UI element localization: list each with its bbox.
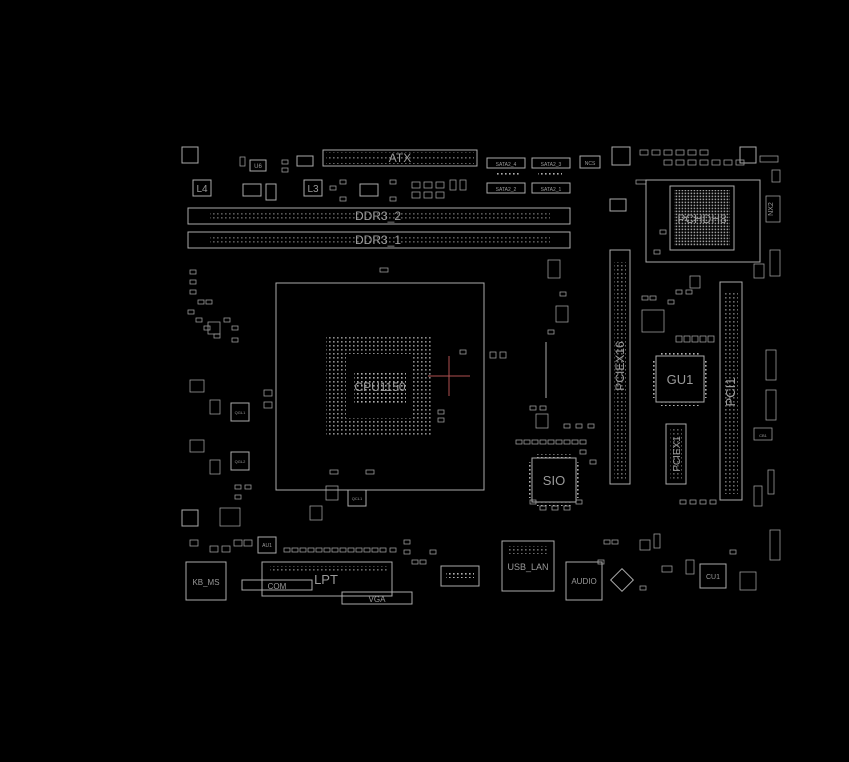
audio-label: AUDIO [571,577,596,586]
vga-connector[interactable]: VGA [341,591,413,605]
audio-connector[interactable]: AUDIO [565,561,603,601]
ddr3-1-label: DDR3_1 [355,233,401,247]
nx2-label: NX2 [768,202,775,216]
qgl1-label: QGL1 [235,410,246,415]
sata-1-label: SATA2_1 [541,187,562,193]
cu1-chip[interactable]: CU1 [699,563,727,589]
pch-label: PCHDH8 [677,212,727,226]
pciex16-slot[interactable]: PCIEX16 [609,249,631,485]
cpu-label: CPU1150 [354,380,405,394]
pciex16-label: PCIEX16 [613,341,627,391]
header-connector[interactable] [440,565,480,587]
pciex1-label: PCIEX1 [672,436,683,472]
lpt-label: LPT [314,572,338,587]
pci1-slot[interactable]: PCI1 [719,281,743,501]
cu1-label: CU1 [706,574,720,581]
com-connector[interactable]: COM [241,579,313,591]
usb-lan-connector[interactable]: USB_LAN [501,540,555,592]
sata-2-label: SATA2_2 [496,187,517,193]
sata-4-label: SATA2_4 [496,162,517,168]
inductors [192,155,627,212]
cpu-crosshair [428,356,470,396]
kb-ms-connector[interactable]: KB_MS [185,561,227,601]
sata-connectors[interactable] [486,157,571,194]
pch-chip[interactable]: PCHDH8 [645,179,761,263]
lpt-connector[interactable]: LPT [261,561,393,597]
sio-label: SIO [543,473,565,488]
ncs-label: NCS [585,161,596,167]
vga-label: VGA [369,595,387,604]
l3-label: L3 [307,184,319,195]
qcl1-label: QCL1 [352,496,363,501]
cpu-socket[interactable]: CPU1150 [275,282,485,491]
au1-label: AU1 [262,543,272,549]
l4-label: L4 [196,184,208,195]
sio-chip[interactable]: SIO [528,454,580,506]
diamond-chip [609,567,635,593]
ddr3-2-label: DDR3_2 [355,209,401,223]
ddr3-slot-1[interactable]: DDR3_1 [187,231,571,249]
atx-label: ATX [389,151,411,165]
usb-lan-label: USB_LAN [507,562,548,572]
sata-3-label: SATA2_3 [541,162,562,168]
gu1-chip[interactable]: GU1 [652,352,708,406]
qgl2-label: QGL2 [235,459,246,464]
gu1-label: GU1 [667,372,694,387]
pci1-label: PCI1 [723,378,738,407]
mounting-holes [181,146,757,527]
ddr3-slot-2[interactable]: DDR3_2 [187,207,571,225]
pciex1-slot[interactable]: PCIEX1 [665,423,687,485]
kb-ms-label: KB_MS [192,578,219,587]
atx-connector[interactable]: ATX [322,149,478,167]
u6-label: U6 [254,164,262,170]
cb1-label: CB1 [759,433,768,438]
com-label: COM [268,582,287,591]
